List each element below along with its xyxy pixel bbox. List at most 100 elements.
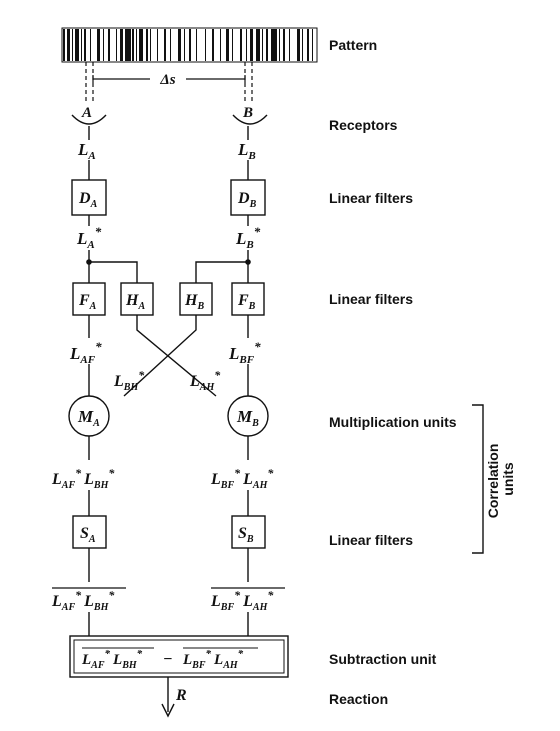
label-linear-filters-3: Linear filters [329,532,413,548]
signal-la-star: LA* [76,224,102,251]
pattern-stripe [72,29,73,61]
pattern-stripe [125,29,131,61]
signal-lb: LB [237,140,256,162]
pattern-stripe [226,29,229,61]
pattern-stripe [84,29,86,61]
svg-text:LAF*LBH*: LAF*LBH* [51,588,115,613]
pattern-stripe [97,29,100,61]
receptor-b-cup [232,114,268,125]
svg-text:LBF*LAH*: LBF*LAH* [210,588,274,613]
pattern-stripe [81,29,82,61]
pattern-stripe [116,29,117,61]
svg-text:HB: HB [184,292,204,312]
delta-s-label: Δs [159,72,175,88]
pattern-stripe [307,29,309,61]
label-reaction: Reaction [329,691,388,707]
pattern-stripe [220,29,221,61]
signal-lbf-star: LBF* [228,339,261,366]
label-receptors: Receptors [329,117,398,133]
svg-text:MB: MB [236,407,259,429]
delta-s-dimension: Δs [92,72,246,88]
svg-text:LBF*LAH*: LBF*LAH* [182,648,244,671]
pattern-stripe [240,29,242,61]
svg-text:LBH*: LBH* [113,368,145,393]
svg-text:FA: FA [78,292,97,312]
svg-text:LAF*: LAF* [69,339,102,366]
pattern-stripe [150,29,151,61]
svg-text:LBF*: LBF* [228,339,261,366]
receptor-b: B [232,105,268,125]
pattern-stripe [289,29,290,61]
pattern-stripe [90,29,91,61]
svg-text:LA*: LA* [76,224,102,251]
signal-la: LA [77,140,96,162]
pattern-stripe [157,29,158,61]
product-right: LBF*LAH* [210,466,274,491]
pattern-stripe [164,29,166,61]
pattern-stripe [256,29,260,61]
receptor-a-label: A [81,105,92,121]
filter-h-b: HB [179,282,213,316]
filter-h-a: HA [120,282,154,316]
receptor-a: A [71,105,107,125]
pattern-strip [61,27,318,63]
pattern-stripe [75,29,79,61]
subtraction-unit: LAF*LBH* − LBF*LAH* [69,635,289,678]
svg-text:Correlation units: Correlation units [485,440,516,519]
pattern-stripe [212,29,214,61]
pattern-stripe [246,29,247,61]
pattern-stripe [283,29,285,61]
label-pattern: Pattern [329,37,377,53]
averaged-product-left: LAF*LBH* [51,587,126,613]
pattern-stripe [312,29,313,61]
pattern-stripe [108,29,110,61]
pattern-stripe [139,29,143,61]
svg-text:SA: SA [80,525,96,545]
pattern-stripe [103,29,104,61]
pattern-stripe [67,29,70,61]
pattern-stripe [120,29,123,61]
filter-d-b: DB [230,179,266,216]
pattern-stripe [302,29,303,61]
svg-text:LAF*LBH*: LAF*LBH* [81,648,143,671]
signal-lah-star: LAH* [189,368,221,393]
filter-f-b: FB [231,282,265,316]
pattern-stripe [196,29,197,61]
filter-f-a: FA [72,282,106,316]
label-linear-filters-2: Linear filters [329,291,413,307]
output-r-label: R [175,687,187,704]
label-correlation-line2: units [500,462,516,496]
pattern-stripe [266,29,268,61]
svg-text:LAH*: LAH* [189,368,221,393]
svg-text:LBF*LAH*: LBF*LAH* [210,466,274,491]
pattern-stripe [184,29,185,61]
pattern-stripe [189,29,191,61]
svg-text:SB: SB [238,525,254,545]
averaged-product-right: LBF*LAH* [210,587,285,613]
filter-d-a: DA [71,179,107,216]
pattern-stripe [63,29,65,61]
svg-text:LAF*LBH*: LAF*LBH* [51,466,115,491]
pattern-stripe [262,29,263,61]
pattern-stripe [132,29,134,61]
filter-s-a: SA [72,515,107,549]
pattern-stripe [279,29,280,61]
pattern-stripe [146,29,148,61]
signal-lbh-star: LBH* [113,368,145,393]
signal-lb-star: LB* [235,224,261,251]
svg-text:DA: DA [78,190,98,210]
pattern-stripe [205,29,206,61]
pattern-stripe [297,29,300,61]
receptor-a-cup [71,114,107,125]
pattern-stripe [232,29,233,61]
pattern-stripe [136,29,137,61]
label-correlation-line1: Correlation [485,444,501,519]
correlation-bracket: Correlation units [472,404,516,554]
filter-s-b: SB [231,515,266,549]
svg-text:LB: LB [237,140,256,162]
pattern-stripe [178,29,181,61]
svg-text:FB: FB [237,292,256,312]
minus-sign: − [163,651,173,668]
